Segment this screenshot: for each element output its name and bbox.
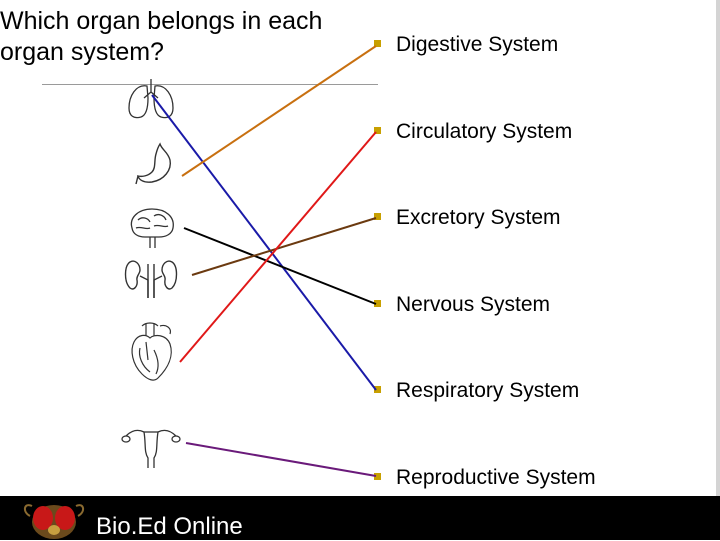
system-item-reproductive: Reproductive System [374, 466, 596, 490]
bullet-icon [374, 39, 381, 47]
bullet-icon [374, 385, 381, 393]
bullet-icon [374, 472, 381, 480]
system-item-excretory: Excretory System [374, 206, 561, 230]
footer-brand: Bio.Ed Online [96, 513, 243, 540]
system-item-respiratory: Respiratory System [374, 379, 579, 403]
system-label: Circulatory System [396, 120, 573, 143]
bullet-icon [374, 126, 381, 134]
divider [42, 84, 378, 85]
system-item-circulatory: Circulatory System [374, 120, 572, 144]
uterus-icon [121, 429, 181, 468]
brain-icon [130, 208, 174, 248]
system-label: Respiratory System [396, 379, 580, 402]
system-item-digestive: Digestive System [374, 33, 558, 57]
slide-title: Which organ belongs in each organ system… [0, 6, 370, 68]
line-stomach-digestive [181, 45, 377, 177]
system-label: Reproductive System [396, 466, 596, 489]
footer-bar [0, 496, 720, 540]
system-label: Excretory System [396, 206, 561, 229]
line-brain-nervous [183, 227, 377, 305]
line-heart-circulatory [179, 131, 377, 363]
kidneys-icon [124, 260, 178, 298]
title-line-2: organ system? [0, 38, 164, 66]
system-label: Nervous System [396, 293, 551, 316]
bullet-icon [374, 212, 381, 220]
bullet-icon [374, 299, 381, 307]
title-line-1: Which organ belongs in each [0, 7, 323, 35]
line-uterus-reproductive [185, 442, 377, 477]
heart-icon [131, 322, 172, 381]
stomach-icon [135, 142, 171, 185]
system-label: Digestive System [396, 33, 559, 56]
line-lungs-respiratory [151, 94, 377, 391]
slide-edge [716, 0, 720, 540]
fly-icon [24, 504, 84, 539]
line-kidneys-excretory [191, 217, 377, 276]
system-item-nervous: Nervous System [374, 293, 550, 317]
